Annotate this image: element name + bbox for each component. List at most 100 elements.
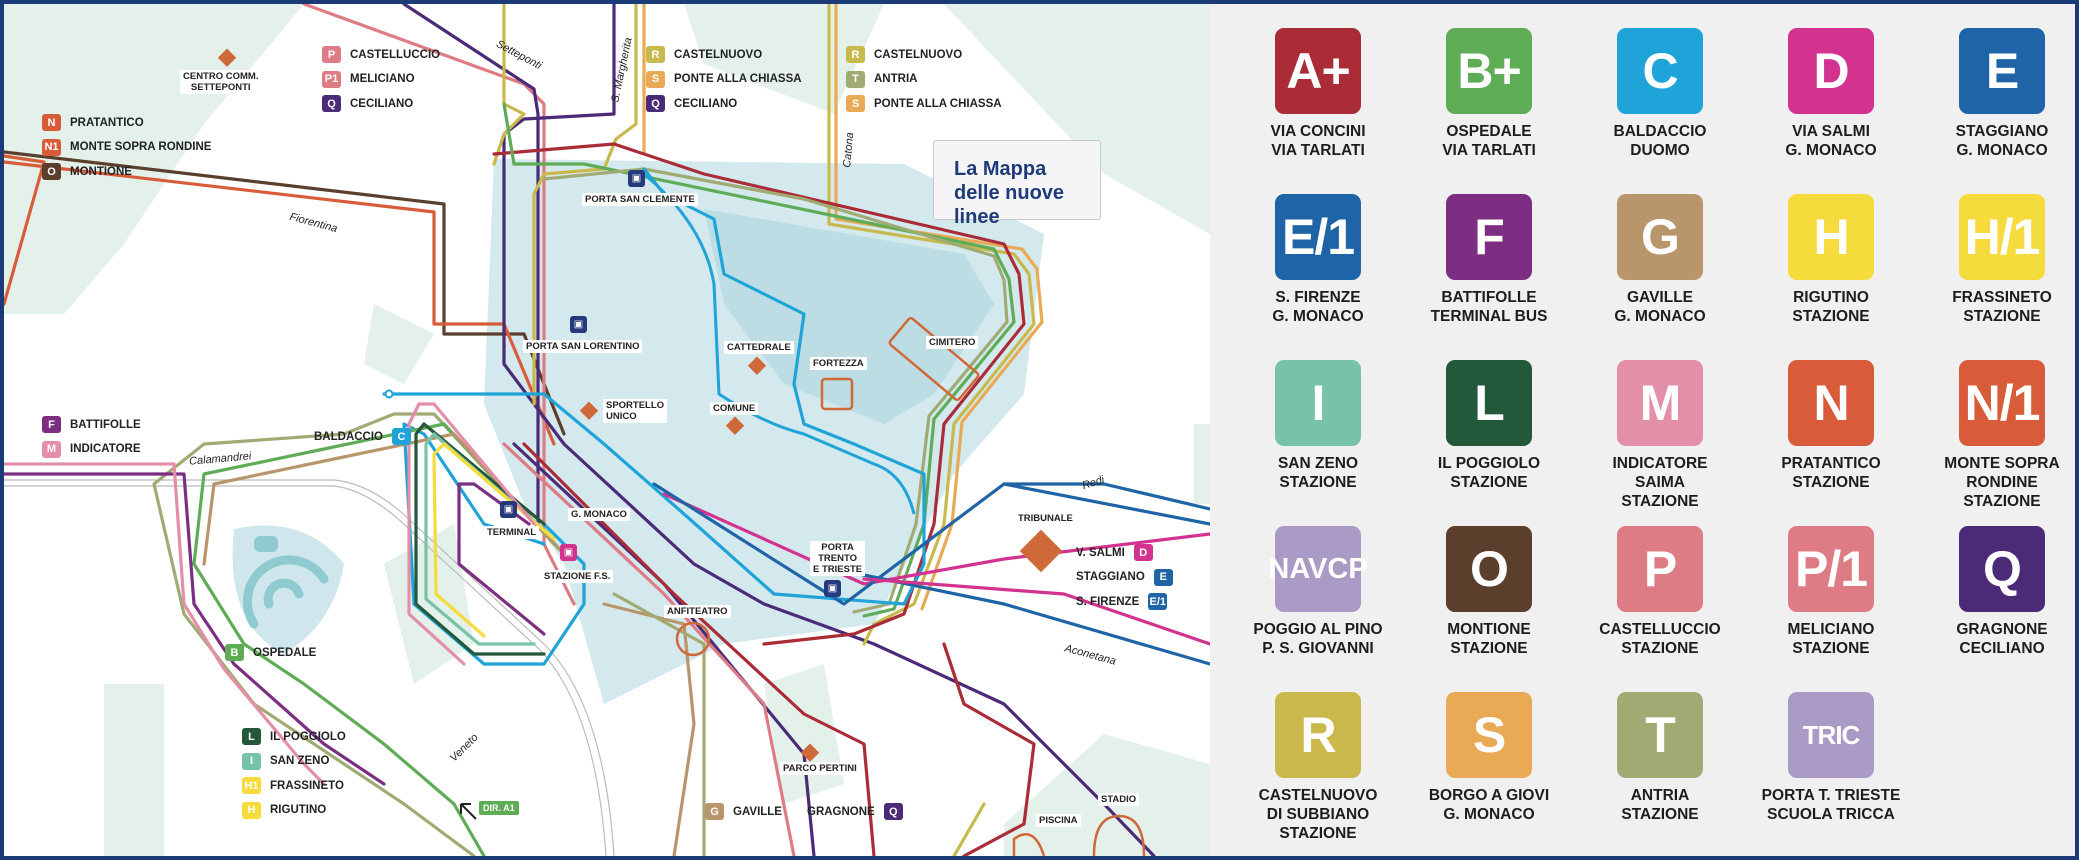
line-badge-c: C — [392, 428, 411, 445]
key-ospedale[interactable]: B OSPEDALE — [225, 644, 316, 661]
line-route-label: BALDACCIO DUOMO — [1613, 123, 1707, 159]
key-item-label: FRASSINETO — [270, 779, 344, 792]
key-item-label: BATTIFOLLE — [70, 418, 141, 431]
bus-stop-icon[interactable]: ▣ — [570, 316, 587, 333]
line-route-label: OSPEDALE VIA TARLATI — [1442, 123, 1536, 159]
line-route-label: GRAGNONE CECILIANO — [1956, 621, 2048, 657]
bus-terminal-icon[interactable]: ▣ — [500, 501, 517, 518]
key-item-label: MELICIANO — [350, 73, 415, 85]
place-label-porta-san-clemente: PORTA SAN CLEMENTE — [582, 193, 698, 206]
legend-line-19[interactable]: Q GRAGNONE CECILIANO — [1918, 526, 2075, 658]
line-badge: P1 — [322, 70, 341, 88]
bus-stop-icon[interactable]: ▣ — [628, 170, 645, 187]
key-baldaccio[interactable]: BALDACCIO C — [314, 428, 411, 445]
line-route-label: CASTELLUCCIO STAZIONE — [1599, 621, 1721, 657]
place-label-stadio: STADIO — [1098, 793, 1140, 806]
place-label-cattedrale: CATTEDRALE — [724, 341, 794, 354]
line-route-label: INDICATORE SAIMA STAZIONE — [1612, 455, 1708, 510]
legend-line-1[interactable]: B+ OSPEDALE VIA TARLATI — [1405, 28, 1573, 160]
train-station-icon[interactable]: ▣ — [560, 544, 577, 561]
key-gragnone[interactable]: GRAGNONE Q — [807, 803, 903, 820]
place-label-cimitero: CIMITERO — [926, 336, 979, 349]
hospital-symbol — [242, 555, 329, 629]
line-code-badge: R — [1275, 692, 1361, 778]
bus-stop-icon[interactable]: ▣ — [824, 580, 841, 597]
line-badge: S — [646, 70, 665, 88]
map-title-line2: delle nuove linee — [954, 182, 1065, 228]
line-route-label: VIA CONCINI VIA TARLATI — [1270, 123, 1366, 159]
line-code-badge: B+ — [1446, 28, 1532, 114]
line-badge-g: G — [705, 803, 724, 820]
line-badge: F — [42, 416, 61, 433]
green-area — [104, 684, 164, 856]
place-label-sportello: SPORTELLO UNICO — [603, 399, 668, 423]
line-badge: Q — [646, 95, 665, 112]
key-item-label: RIGUTINO — [270, 804, 327, 816]
key-item[interactable]: F BATTIFOLLE — [42, 416, 141, 433]
line-code-badge: G — [1617, 194, 1703, 280]
key-item-label: CASTELLUCCIO — [350, 48, 441, 61]
key-item[interactable]: P1 MELICIANO — [322, 70, 415, 88]
key-gaville[interactable]: G GAVILLE — [705, 803, 782, 820]
key-item[interactable]: Q CECILIANO — [646, 95, 737, 112]
legend-line-0[interactable]: A+VIA CONCINI VIA TARLATI — [1234, 28, 1402, 160]
line-code-badge: TRIC — [1788, 692, 1874, 778]
line-route-label: MONTE SOPRA RONDINE STAZIONE — [1944, 455, 2060, 510]
fortezza-outline — [820, 377, 854, 411]
line-route-label: FRASSINETO STAZIONE — [1952, 289, 2052, 325]
place-label-tribunale: TRIBUNALE — [1015, 512, 1076, 525]
line-badge: L — [242, 728, 261, 745]
key-item-label: CECILIANO — [674, 97, 738, 110]
line-badge: R — [846, 46, 865, 63]
line-code-badge: L — [1446, 360, 1532, 446]
line-code-badge: N — [1788, 360, 1874, 446]
line-badge: D — [1133, 544, 1153, 561]
line-code-badge: Q — [1959, 526, 2045, 612]
direction-a1-tag: DIR. A1 — [479, 801, 519, 815]
key-item-label: INDICATORE — [70, 443, 141, 455]
place-label-stazione-fs: STAZIONE F.S. — [541, 570, 614, 583]
line-badge: E/1 — [1148, 593, 1168, 610]
transit-map[interactable]: ▣ ▣ ▣ ▣ ▣ Setteponti S. Margherita Caton… — [4, 4, 1210, 856]
map-title-box: La Mappa delle nuove linee — [933, 140, 1101, 228]
